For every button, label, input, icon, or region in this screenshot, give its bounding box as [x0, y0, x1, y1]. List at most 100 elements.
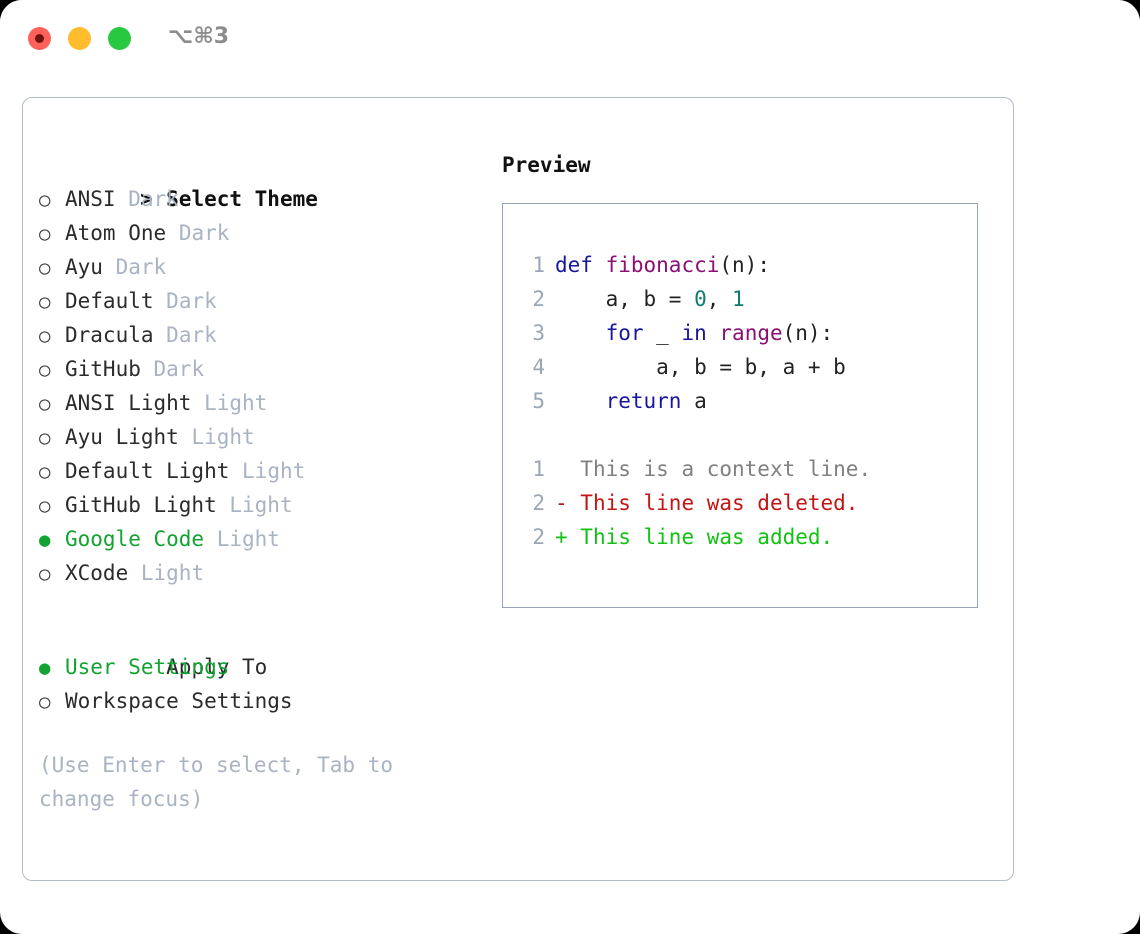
code-token: def	[555, 253, 593, 277]
radio-selected-icon: ●	[39, 529, 51, 551]
theme-option-label: Ayu Light	[65, 425, 179, 449]
code-token: range	[719, 321, 783, 345]
code-token: (n):	[782, 321, 834, 345]
theme-variant-badge: Dark	[166, 289, 217, 313]
theme-option-label: Dracula	[65, 323, 154, 347]
apply-to-title: Apply To	[166, 655, 268, 679]
label-spacer	[116, 187, 129, 211]
code-token	[593, 253, 606, 277]
code-token	[555, 389, 606, 413]
theme-option-atom-one[interactable]: ○ Atom One Dark	[39, 216, 479, 250]
radio-unselected-icon: ○	[39, 257, 51, 279]
minimize-window-button[interactable]	[68, 27, 91, 50]
radio-unselected-icon: ○	[39, 359, 51, 381]
radio-unselected-icon: ○	[39, 291, 51, 313]
theme-variant-badge: Light	[229, 493, 293, 517]
theme-option-ansi-light[interactable]: ○ ANSI Light Light	[39, 386, 479, 420]
radio-unselected-icon: ○	[39, 691, 51, 713]
apply-to-option-workspace-settings[interactable]: ○ Workspace Settings	[39, 684, 479, 718]
theme-variant-badge: Light	[204, 391, 268, 415]
theme-variant-badge: Dark	[115, 255, 167, 279]
code-token: a, b = b, a + b	[555, 355, 846, 379]
maximize-window-button[interactable]	[108, 27, 131, 50]
theme-variant-badge: Light	[242, 459, 306, 483]
radio-unselected-icon: ○	[39, 563, 51, 585]
title-bar: ⌥⌘3	[0, 0, 1140, 78]
line-number: 1	[532, 253, 545, 277]
line-number: 2	[532, 287, 545, 311]
label-spacer	[179, 425, 192, 449]
prompt-caret-icon: >	[140, 187, 153, 211]
theme-option-dracula[interactable]: ○Dracula Dark	[39, 318, 479, 352]
theme-option-ayu-light[interactable]: ○ Ayu Light Light	[39, 420, 479, 454]
radio-unselected-icon: ○	[39, 393, 51, 415]
label-spacer	[128, 561, 141, 585]
label-spacer	[154, 289, 167, 313]
label-spacer	[103, 255, 116, 279]
code-token: for	[605, 321, 644, 345]
theme-option-ayu[interactable]: ○ Ayu Dark	[39, 250, 479, 284]
theme-variant-badge: Light	[216, 527, 280, 551]
theme-option-label: Default	[65, 289, 154, 313]
code-token: 1	[732, 287, 745, 311]
apply-to-option-user-settings[interactable]: ●User Settings	[39, 650, 479, 684]
theme-option-label: ANSI	[65, 187, 116, 211]
diff-line: 2- This line was deleted.	[513, 486, 973, 520]
theme-variant-badge: Dark	[178, 221, 230, 245]
theme-option-default-light[interactable]: ○Default Light Light	[39, 454, 479, 488]
theme-option-github-light[interactable]: ○GitHub Light Light	[39, 488, 479, 522]
code-token: a	[681, 389, 707, 413]
label-spacer	[166, 221, 179, 245]
label-spacer	[229, 459, 242, 483]
code-token: ,	[706, 287, 733, 311]
theme-option-ansi[interactable]: ○ANSI Dark	[39, 182, 479, 216]
theme-option-default[interactable]: ○ Default Dark	[39, 284, 479, 318]
diff-text: This line was added.	[567, 525, 834, 549]
theme-variant-badge: Light	[191, 425, 255, 449]
line-number: 4	[532, 355, 545, 379]
recording-indicator-icon	[35, 34, 44, 43]
code-token: (n):	[719, 253, 770, 277]
preview-divider-space	[513, 418, 973, 452]
apply-to-option-list[interactable]: ●User Settings ○ Workspace Settings	[39, 650, 479, 718]
label-spacer	[191, 391, 204, 415]
keyboard-hint-text: (Use Enter to select, Tab to change focu…	[39, 753, 406, 811]
code-token: a, b =	[555, 287, 695, 311]
apply-to-option-label: Workspace Settings	[65, 689, 293, 713]
theme-selector-panel: >Select Theme ○ANSI Dark○Atom One Dark○A…	[22, 97, 1014, 881]
diff-sign: -	[555, 491, 568, 515]
theme-option-list[interactable]: ○ANSI Dark○Atom One Dark○Ayu Dark○Defaul…	[39, 182, 479, 590]
code-token: fibonacci	[605, 253, 720, 277]
theme-option-xcode[interactable]: ○XCode Light	[39, 556, 479, 590]
radio-unselected-icon: ○	[39, 223, 51, 245]
theme-option-label: Ayu	[65, 255, 103, 279]
radio-unselected-icon: ○	[39, 461, 51, 483]
code-line: 1 def fibonacci(n):	[513, 248, 973, 282]
diff-text: This is a context line.	[567, 457, 872, 481]
radio-unselected-icon: ○	[39, 495, 51, 517]
code-token: _	[643, 321, 682, 345]
keyboard-shortcut-label: ⌥⌘3	[168, 24, 230, 49]
theme-option-label: Atom One	[65, 221, 167, 245]
theme-option-label: ANSI Light	[65, 391, 192, 415]
label-spacer	[141, 357, 154, 381]
code-token: 0	[694, 287, 707, 311]
apply-to-option-label: User Settings	[65, 655, 230, 679]
theme-variant-badge: Dark	[128, 187, 179, 211]
radio-unselected-icon: ○	[39, 427, 51, 449]
code-token	[555, 321, 606, 345]
line-number: 3	[532, 321, 545, 345]
theme-option-google-code[interactable]: ●Google Code Light	[39, 522, 479, 556]
code-token	[707, 321, 720, 345]
code-line: 3 for _ in range(n):	[513, 316, 973, 350]
theme-option-github[interactable]: ○GitHub Dark	[39, 352, 479, 386]
diff-sign: +	[555, 525, 568, 549]
label-spacer	[204, 527, 217, 551]
diff-line: 2+ This line was added.	[513, 520, 973, 554]
line-number: 2	[532, 491, 545, 515]
diff-sign	[555, 457, 568, 481]
line-number: 5	[532, 389, 545, 413]
theme-option-label: GitHub	[65, 357, 141, 381]
